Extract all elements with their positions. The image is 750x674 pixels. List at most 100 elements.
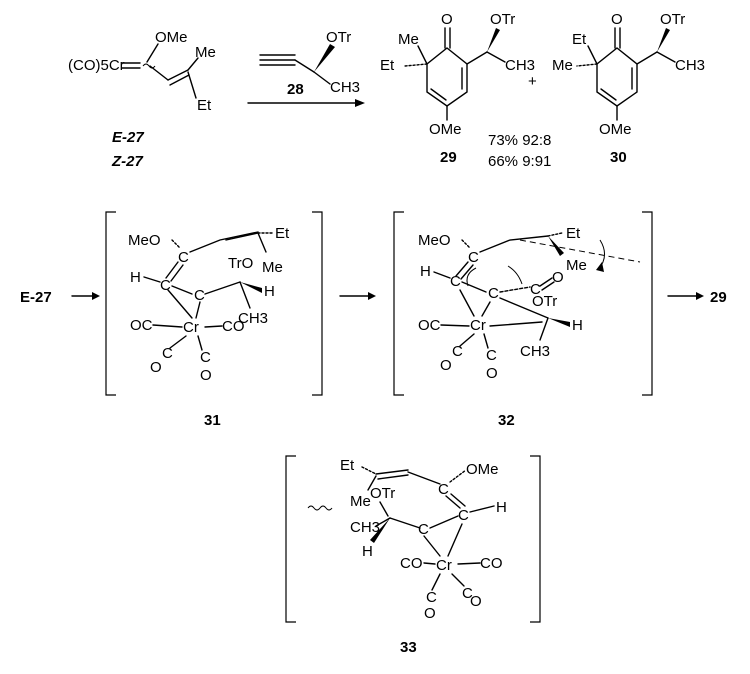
i31-ch3: CH3 xyxy=(238,310,268,327)
p29-ch3: CH3 xyxy=(505,57,535,74)
end-29-label: 29 xyxy=(710,289,727,306)
i31-cr: Cr xyxy=(183,319,199,336)
label-28: 28 xyxy=(287,81,304,98)
i31-co3-c: C xyxy=(162,345,173,362)
start-e-27-label: E-27 xyxy=(20,289,52,306)
arrow-32-29 xyxy=(667,292,704,300)
bracket-right-32 xyxy=(642,211,653,396)
i31-h-left: H xyxy=(130,269,141,286)
et-label: Et xyxy=(197,97,212,114)
p30-otr: OTr xyxy=(660,11,685,28)
p30-et: Et xyxy=(572,31,587,48)
i33-et: Et xyxy=(340,457,355,474)
label-32: 32 xyxy=(498,412,515,429)
bracket-left-31 xyxy=(105,211,116,396)
i33-co1: CO xyxy=(400,555,423,572)
product-29: O OTr CH3 Me Et OMe 29 xyxy=(380,11,535,166)
i31-et: Et xyxy=(275,225,290,242)
i33-co2: CO xyxy=(480,555,503,572)
i31-co4-o: O xyxy=(200,367,212,384)
p29-ome: OMe xyxy=(429,121,462,138)
intermediate-33: Et Me C OMe OTr CH3 H C C H Cr CO CO C O xyxy=(285,455,541,656)
wedge-bond xyxy=(314,44,335,72)
i32-h-right: H xyxy=(572,317,583,334)
intermediate-32: MeO C Et Me H C C C O OTr H CH3 Cr OC xyxy=(393,211,653,429)
i32-et: Et xyxy=(566,225,581,242)
reaction-arrow-top xyxy=(247,99,365,107)
i33-h-left: H xyxy=(362,543,373,560)
wavy-cut xyxy=(307,505,333,511)
i32-co3-c: C xyxy=(452,343,463,360)
bracket-right-33 xyxy=(530,455,541,623)
arrow-31-32 xyxy=(339,292,376,300)
bracket-left-33 xyxy=(285,455,296,623)
p29-o: O xyxy=(441,11,453,28)
i31-co1: OC xyxy=(130,317,153,334)
i31-meo: MeO xyxy=(128,232,161,249)
p30-o: O xyxy=(611,11,623,28)
i33-co4-c: C xyxy=(462,585,473,602)
bracket-right-31 xyxy=(312,211,323,396)
i32-ch3: CH3 xyxy=(520,343,550,360)
i33-c2: C xyxy=(418,521,429,538)
i32-otr: OTr xyxy=(532,293,557,310)
i33-c3: C xyxy=(458,507,469,524)
reagent-28: OTr CH3 28 xyxy=(259,29,360,98)
i32-c3: C xyxy=(488,285,499,302)
i31-h-right: H xyxy=(264,283,275,300)
label-30: 30 xyxy=(610,149,627,166)
p30-ome: OMe xyxy=(599,121,632,138)
i33-ch3: CH3 xyxy=(350,519,380,536)
label-z-27: Z-27 xyxy=(111,153,144,170)
label-31: 31 xyxy=(204,412,221,429)
i33-ome: OMe xyxy=(466,461,499,478)
cr-co5-label: (CO)5Cr xyxy=(68,57,125,74)
ome-label: OMe xyxy=(155,29,188,46)
i33-co3-c: C xyxy=(426,589,437,606)
label-33: 33 xyxy=(400,639,417,656)
i31-tro: TrO xyxy=(228,255,253,272)
i32-co1: OC xyxy=(418,317,441,334)
plus-sign: + xyxy=(528,73,537,90)
i31-co2: CO xyxy=(222,318,245,335)
i32-c1: C xyxy=(468,249,479,266)
bracket-left-32 xyxy=(393,211,404,396)
i33-co3-o: O xyxy=(424,605,436,622)
otr-label: OTr xyxy=(326,29,351,46)
i31-c1: C xyxy=(178,249,189,266)
i32-co3-o: O xyxy=(440,357,452,374)
intermediate-31: MeO C Et Me H C C TrO H CH3 Cr OC CO C O… xyxy=(105,211,323,429)
label-e-27: E-27 xyxy=(112,129,144,146)
product-30: O OTr CH3 Et Me OMe 30 xyxy=(552,11,705,166)
i31-c3: C xyxy=(194,287,205,304)
i33-cr: Cr xyxy=(436,557,452,574)
i33-c1: C xyxy=(438,481,449,498)
i33-co4-o: O xyxy=(470,593,482,610)
i32-cr: Cr xyxy=(470,317,486,334)
i31-c2: C xyxy=(160,277,171,294)
i32-co4-o: O xyxy=(486,365,498,382)
i32-me: Me xyxy=(566,257,587,274)
i31-co4-c: C xyxy=(200,349,211,366)
p29-me: Me xyxy=(398,31,419,48)
i33-h-right: H xyxy=(496,499,507,516)
i31-me: Me xyxy=(262,259,283,276)
p29-otr: OTr xyxy=(490,11,515,28)
wavy-bond xyxy=(142,63,156,69)
i33-otr: OTr xyxy=(370,485,395,502)
i32-meo: MeO xyxy=(418,232,451,249)
label-29: 29 xyxy=(440,149,457,166)
reactant-27: (CO)5Cr OMe Me Et E-27 Z-27 xyxy=(68,29,216,170)
p30-ch3: CH3 xyxy=(675,57,705,74)
i32-ketene-c: C xyxy=(530,281,541,298)
yield-row-2: 66% 9:91 xyxy=(488,153,551,170)
ch3-label: CH3 xyxy=(330,79,360,96)
arrow-to-31 xyxy=(71,292,100,300)
yield-row-1: 73% 92:8 xyxy=(488,132,551,149)
me-label: Me xyxy=(195,44,216,61)
p29-et: Et xyxy=(380,57,395,74)
i32-ketene-o: O xyxy=(552,269,564,286)
i31-co3-o: O xyxy=(150,359,162,376)
i32-h-left: H xyxy=(420,263,431,280)
